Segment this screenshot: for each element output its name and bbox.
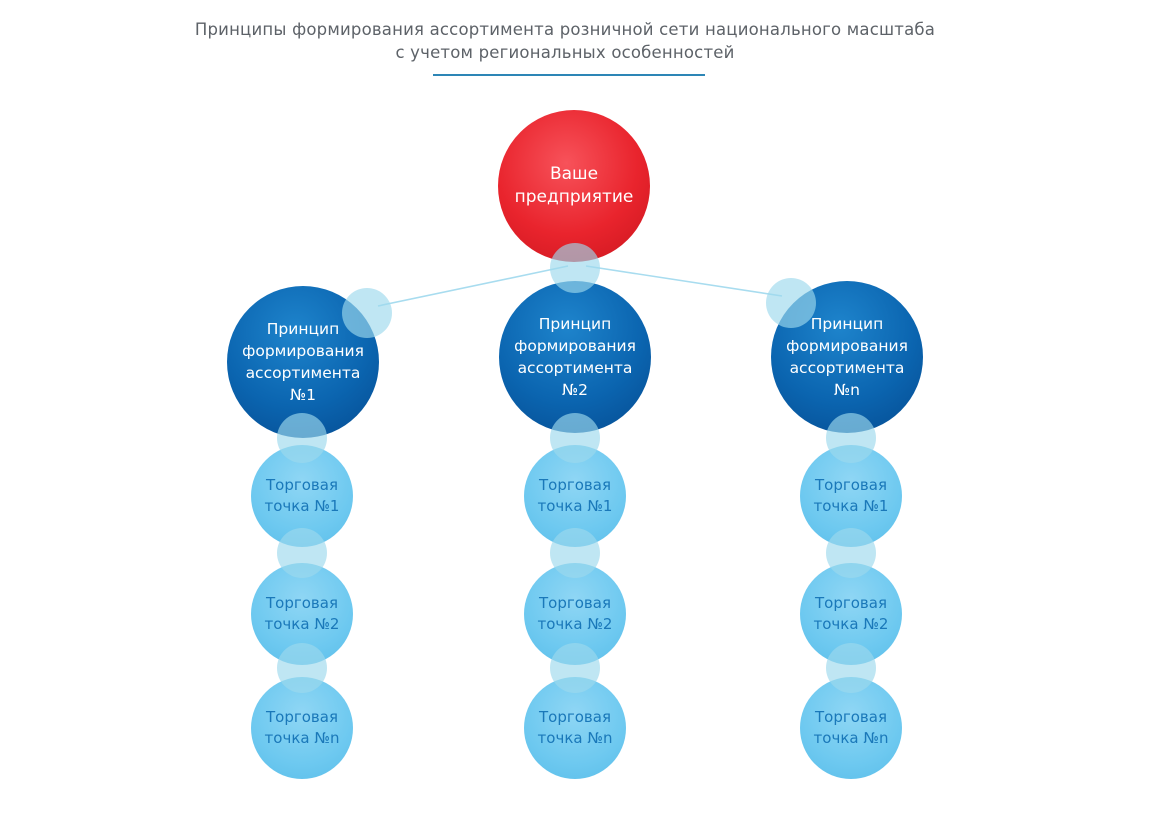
point-label: Торговая точка №n	[264, 708, 340, 747]
connector-col2-a	[550, 413, 600, 463]
connector-col1-c	[277, 643, 327, 693]
principle-2-line-3: ассортимента	[517, 359, 633, 377]
title-underline	[433, 74, 705, 76]
point-node-col1-3: Торговая точка №n	[251, 677, 353, 779]
connector-col3-c	[826, 643, 876, 693]
point-node-col2-3: Торговая точка №n	[524, 677, 626, 779]
link-line-3	[585, 265, 783, 297]
root-label-line-1: Ваше	[549, 164, 599, 184]
principle-node-2: Принцип формирования ассортимента №2	[499, 281, 651, 433]
principle-1-line-1: Принцип	[266, 320, 340, 338]
principle-1-line-2: формирования	[242, 342, 364, 360]
point-label: Торговая точка №1	[813, 476, 889, 515]
point-label: Торговая точка №2	[264, 594, 340, 633]
principle-2-line-4: №2	[562, 381, 588, 399]
point-node-col3-3: Торговая точка №n	[800, 677, 902, 779]
principle-2-line-1: Принцип	[538, 315, 612, 333]
point-label: Торговая точка №2	[537, 594, 613, 633]
point-label: Торговая точка №1	[537, 476, 613, 515]
principle-3-line-4: №n	[834, 381, 860, 399]
principle-3-line-2: формирования	[786, 337, 908, 355]
connector-col3-b	[826, 528, 876, 578]
title-line-2: с учетом региональных особенностей	[395, 43, 735, 62]
root-label-line-2: предприятие	[514, 187, 634, 207]
connector-col1-b	[277, 528, 327, 578]
principle-3-line-1: Принцип	[810, 315, 884, 333]
principle-2-line-2: формирования	[514, 337, 636, 355]
principle-1-line-4: №1	[290, 386, 316, 404]
point-label: Торговая точка №2	[813, 594, 889, 633]
connector-col2-c	[550, 643, 600, 693]
point-label: Торговая точка №n	[537, 708, 613, 747]
connector-root-bottom	[550, 243, 600, 293]
title-line-1: Принципы формирования ассортимента розни…	[194, 20, 936, 39]
connector-col3-a	[826, 413, 876, 463]
connector-principle-1	[342, 288, 392, 338]
point-label: Торговая точка №n	[813, 708, 889, 747]
connector-col2-b	[550, 528, 600, 578]
connector-principle-3	[766, 278, 816, 328]
connector-col1-a	[277, 413, 327, 463]
link-line-1	[377, 265, 569, 307]
point-label: Торговая точка №1	[264, 476, 340, 515]
principle-1-line-3: ассортимента	[245, 364, 361, 382]
principle-node-1: Принцип формирования ассортимента №1	[227, 286, 379, 438]
principle-3-line-3: ассортимента	[789, 359, 905, 377]
root-node-enterprise: Ваше предприятие	[498, 110, 650, 262]
diagram-title: Принципы формирования ассортимента розни…	[0, 18, 1130, 64]
